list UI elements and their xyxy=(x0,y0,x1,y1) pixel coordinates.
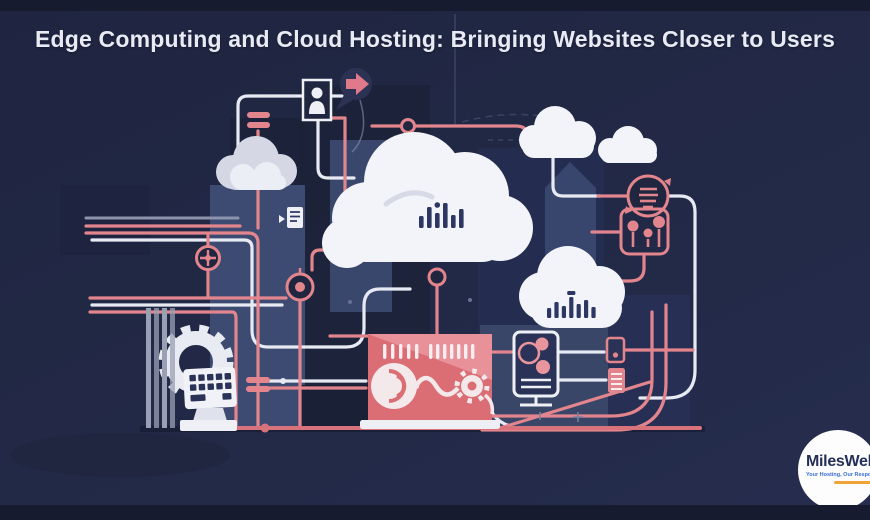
vent-stripes xyxy=(146,308,175,428)
gear-icon-small xyxy=(454,368,490,404)
arrow-bubble xyxy=(336,68,372,110)
speaker-icon xyxy=(371,363,417,409)
pin-node xyxy=(427,267,447,287)
server-vents xyxy=(383,344,475,359)
logo-brand-text: MilesWeb xyxy=(806,453,870,470)
top-frame-bar xyxy=(0,0,870,11)
faint-circuit-lines xyxy=(351,14,579,153)
logo-underline xyxy=(834,481,870,484)
bottom-frame-bar xyxy=(0,505,870,520)
tiny-marks xyxy=(348,298,583,422)
network-nodes-box xyxy=(619,207,670,256)
sync-node xyxy=(625,174,671,218)
gear-control-machine xyxy=(158,324,237,431)
milesweb-logo: MilesWeb Your Hosting, Our Responsibilit… xyxy=(798,430,870,510)
server-monitor xyxy=(512,330,560,407)
edge-server-box xyxy=(360,334,500,429)
stack-node xyxy=(608,368,625,393)
arrow-icon xyxy=(346,73,369,95)
signal-wave xyxy=(414,375,460,397)
page-title: Edge Computing and Cloud Hosting: Bringi… xyxy=(34,26,836,52)
user-node xyxy=(301,78,333,122)
cloud-far-right xyxy=(598,126,657,163)
capacitor-marks xyxy=(246,112,270,392)
target-node xyxy=(285,268,315,302)
analytics-bars-icon xyxy=(419,202,464,228)
cloud-top-right xyxy=(519,106,596,158)
ring-node xyxy=(400,118,416,134)
document-icon xyxy=(279,207,303,228)
person-icon xyxy=(309,87,325,114)
logo-tagline-text: Your Hosting, Our Responsibility xyxy=(806,472,870,478)
gear-node xyxy=(195,245,221,271)
keypad-buttons xyxy=(189,372,232,402)
cloud-left xyxy=(216,136,297,190)
cloud-large xyxy=(322,132,533,268)
analytics-bars-icon-2 xyxy=(547,291,596,318)
cloud-medium xyxy=(519,246,625,328)
phone-node xyxy=(605,336,626,364)
